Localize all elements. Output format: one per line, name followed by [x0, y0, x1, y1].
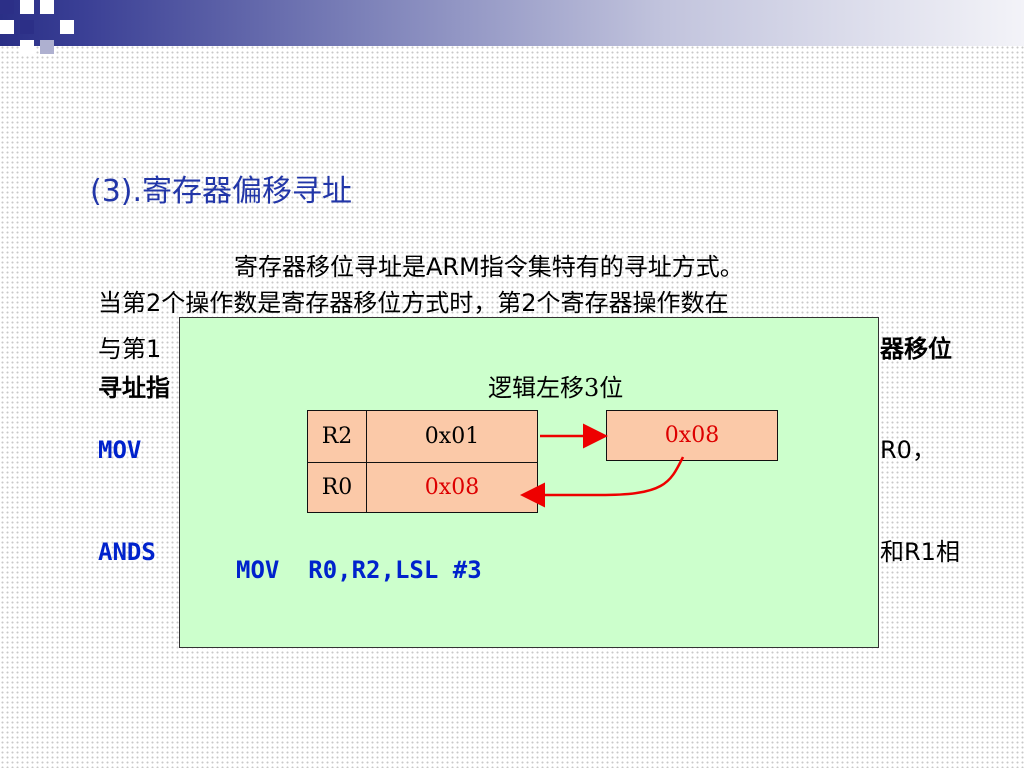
slide-title: (3).寄存器偏移寻址: [90, 174, 353, 209]
register-label: R2: [321, 424, 353, 449]
arrows-layer: [520, 423, 685, 508]
header-decoration-square: [20, 20, 34, 34]
value-cell-r2: 0x01: [366, 410, 538, 463]
header-decoration-square: [20, 40, 34, 54]
header-decoration-square: [40, 0, 54, 14]
header-decoration-square: [0, 0, 14, 14]
shift-result-cell: 0x08: [606, 410, 778, 461]
header-decoration-square: [0, 20, 14, 34]
header-decoration-square: [20, 0, 34, 14]
header-decoration-square: [60, 20, 74, 34]
code-example-1-end: R0，: [880, 436, 936, 464]
shift-diagram-panel: 逻辑左移3位 R2 0x01 R0 0x08 0x08 MOV R0,R2,LS…: [179, 317, 879, 648]
register-value: 0x08: [424, 475, 480, 500]
header-decoration-square: [40, 40, 54, 54]
paragraph-line-1: 寄存器移位寻址是ARM指令集特有的寻址方式。: [234, 253, 744, 281]
instruction-code: MOV R0,R2,LSL #3: [236, 556, 482, 584]
diagram-title: 逻辑左移3位: [488, 374, 624, 402]
shift-result-value: 0x08: [664, 423, 720, 448]
value-cell-r0: 0x08: [366, 462, 538, 513]
code-example-2-start: ANDS: [98, 538, 156, 566]
paragraph-line-3-start: 与第1: [98, 335, 162, 363]
register-cell-r2: R2: [307, 410, 367, 463]
code-example-2-end: 和R1相: [880, 538, 960, 566]
paragraph-line-4-start: 寻址指: [98, 374, 170, 402]
register-label: R0: [321, 475, 353, 500]
write-back-arrow: [520, 456, 685, 508]
register-value: 0x01: [424, 424, 480, 449]
register-cell-r0: R0: [307, 462, 367, 513]
paragraph-line-3-end: 器移位: [880, 335, 952, 363]
header-decoration-band: [0, 0, 1024, 46]
code-example-1-start: MOV: [98, 436, 142, 464]
paragraph-line-2: 当第2个操作数是寄存器移位方式时，第2个寄存器操作数在: [98, 289, 729, 317]
